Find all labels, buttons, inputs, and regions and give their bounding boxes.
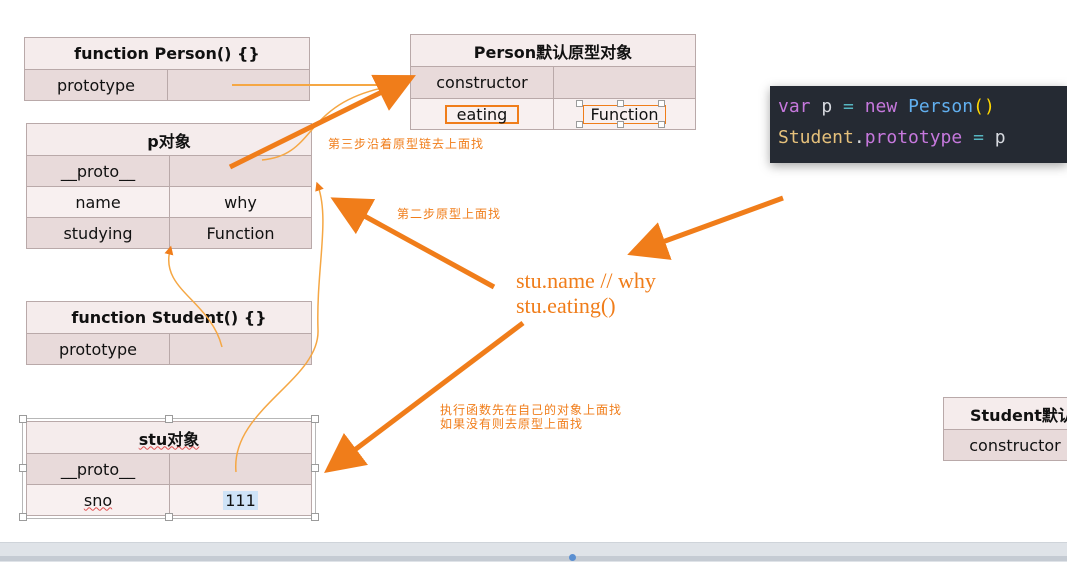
bottom-scrollbar-track[interactable] [0, 556, 1067, 561]
student-prototype-connector [169, 250, 222, 347]
stu-proto-connector [236, 186, 323, 472]
step3-arrow [230, 84, 398, 167]
code-to-expression-arrow [646, 198, 783, 248]
exec-arrow [340, 323, 523, 461]
bottom-scroll-indicator[interactable] [569, 554, 576, 561]
step2-arrow [348, 207, 494, 287]
